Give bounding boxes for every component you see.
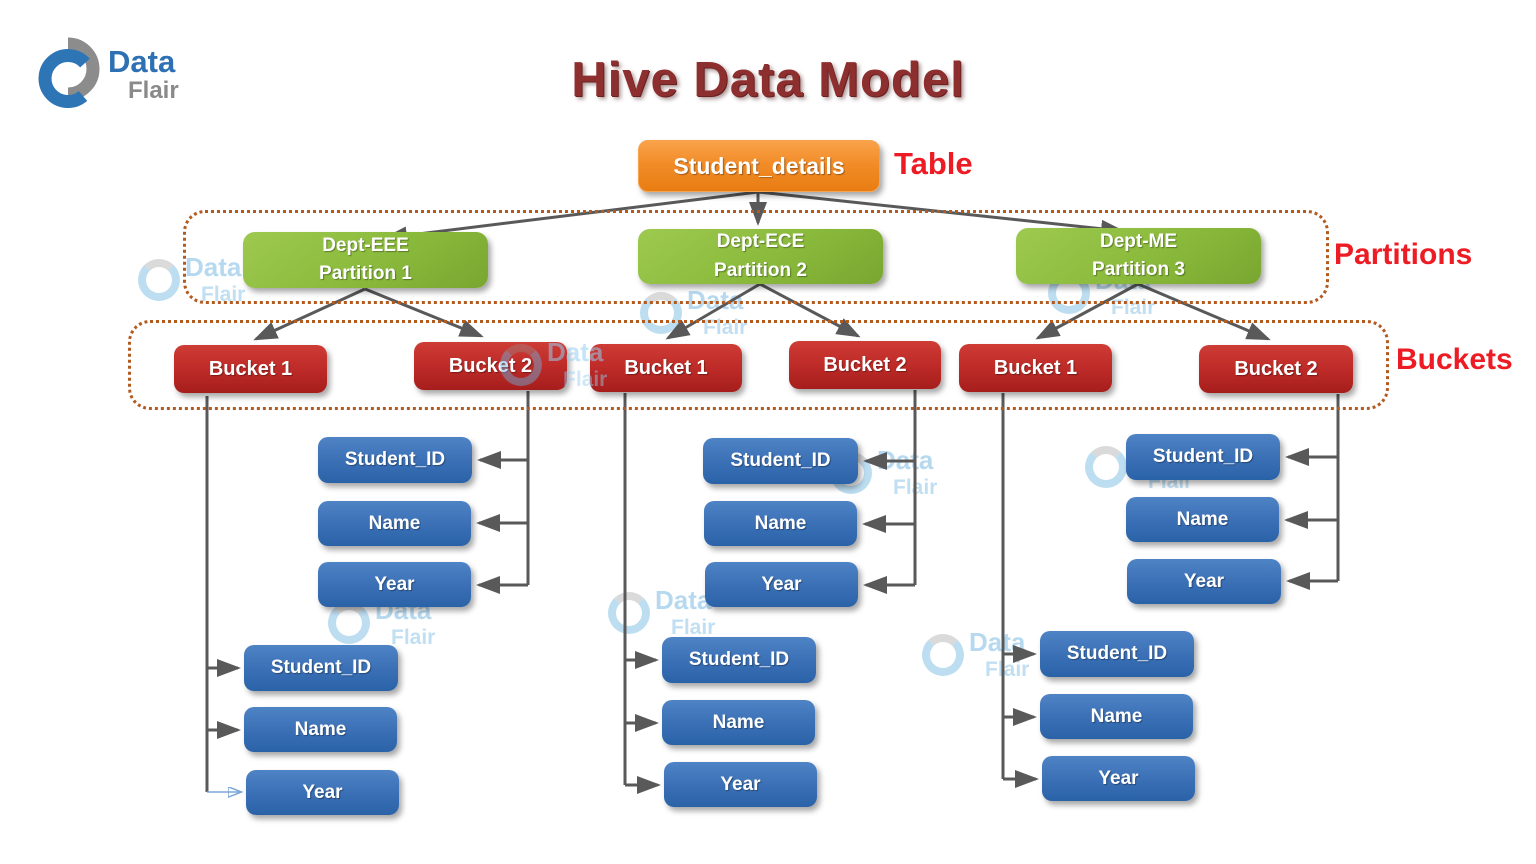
partition-name-label: Partition 3 <box>1092 259 1185 280</box>
field-box-p1b2-year: Year <box>318 562 471 607</box>
field-box-p3b2-year: Year <box>1127 559 1281 604</box>
partition-dept-label: Dept-EEE <box>322 234 409 256</box>
page-title: Hive Data Model <box>571 53 965 107</box>
dataflair-logo-icon <box>38 37 100 109</box>
watermark-ring-icon <box>922 633 964 676</box>
partition-name-label: Partition 1 <box>319 263 412 284</box>
watermark-data: Data <box>877 445 934 475</box>
bucket-box-p3b1: Bucket 1 <box>959 344 1112 392</box>
partitions-annotation: Partitions <box>1334 238 1473 271</box>
bucket-box-p2b2: Bucket 2 <box>789 341 941 389</box>
partition-box-2: Dept-ECE Partition 2 <box>638 229 883 284</box>
bucket-box-p3b2: Bucket 2 <box>1199 345 1353 393</box>
bucket-box-p2b1: Bucket 1 <box>590 344 742 392</box>
dataflair-logo: Data Flair <box>38 34 179 110</box>
field-box-p2b2-name: Name <box>704 501 857 546</box>
watermark-data: Data <box>969 627 1026 657</box>
watermark-data: Data <box>185 252 242 282</box>
field-box-p1b1-name: Name <box>244 707 397 752</box>
buckets-annotation: Buckets <box>1396 343 1513 376</box>
watermark-flair: Flair <box>391 625 436 649</box>
field-box-p1b1-student-id: Student_ID <box>244 645 398 691</box>
partition-box-1: Dept-EEE Partition 1 <box>243 232 488 288</box>
field-box-p3b1-student-id: Student_ID <box>1040 631 1194 677</box>
watermark: Data Flair <box>138 252 246 306</box>
watermark-data: Data <box>547 337 604 367</box>
field-box-p2b1-year: Year <box>664 762 817 807</box>
partition-name-label: Partition 2 <box>714 259 807 281</box>
watermark-ring-icon <box>608 591 650 634</box>
partition-box-3: Dept-ME Partition 3 <box>1016 228 1261 284</box>
watermark-flair: Flair <box>201 282 246 306</box>
field-box-p2b1-student-id: Student_ID <box>662 637 816 683</box>
watermark: Data Flair <box>922 627 1030 681</box>
watermark-ring-icon <box>1085 445 1127 488</box>
table-box-student-details: Student_details <box>638 140 880 192</box>
watermark-ring-icon <box>328 601 370 644</box>
watermark-flair: Flair <box>563 367 608 391</box>
field-box-p3b1-year: Year <box>1042 756 1195 801</box>
watermark-ring-icon <box>500 343 542 386</box>
field-box-p3b2-name: Name <box>1126 497 1279 542</box>
table-annotation: Table <box>894 146 973 181</box>
field-box-p2b2-student-id: Student_ID <box>703 438 858 484</box>
partition-dept-label: Dept-ECE <box>716 231 805 252</box>
field-box-p1b2-student-id: Student_ID <box>318 437 472 483</box>
watermark: Data Flair <box>500 337 608 391</box>
logo-data-text: Data <box>108 44 176 79</box>
watermark-data: Data <box>655 585 712 615</box>
logo-flair-text: Flair <box>128 77 179 104</box>
watermark-flair: Flair <box>893 475 938 499</box>
field-box-p3b1-name: Name <box>1040 694 1193 739</box>
field-box-p1b2-name: Name <box>318 501 471 546</box>
watermark-ring-icon <box>138 258 180 301</box>
field-box-p1b1-year: Year <box>246 770 399 815</box>
watermark-flair: Flair <box>985 657 1030 681</box>
field-box-p2b1-name: Name <box>662 700 815 745</box>
partition-dept-label: Dept-ME <box>1099 230 1178 252</box>
bucket-box-p1b1: Bucket 1 <box>174 345 327 393</box>
field-box-p3b2-student-id: Student_ID <box>1126 434 1280 480</box>
watermark-flair: Flair <box>671 615 716 639</box>
field-box-p2b2-year: Year <box>705 562 858 607</box>
watermark: Data Flair <box>608 585 716 639</box>
